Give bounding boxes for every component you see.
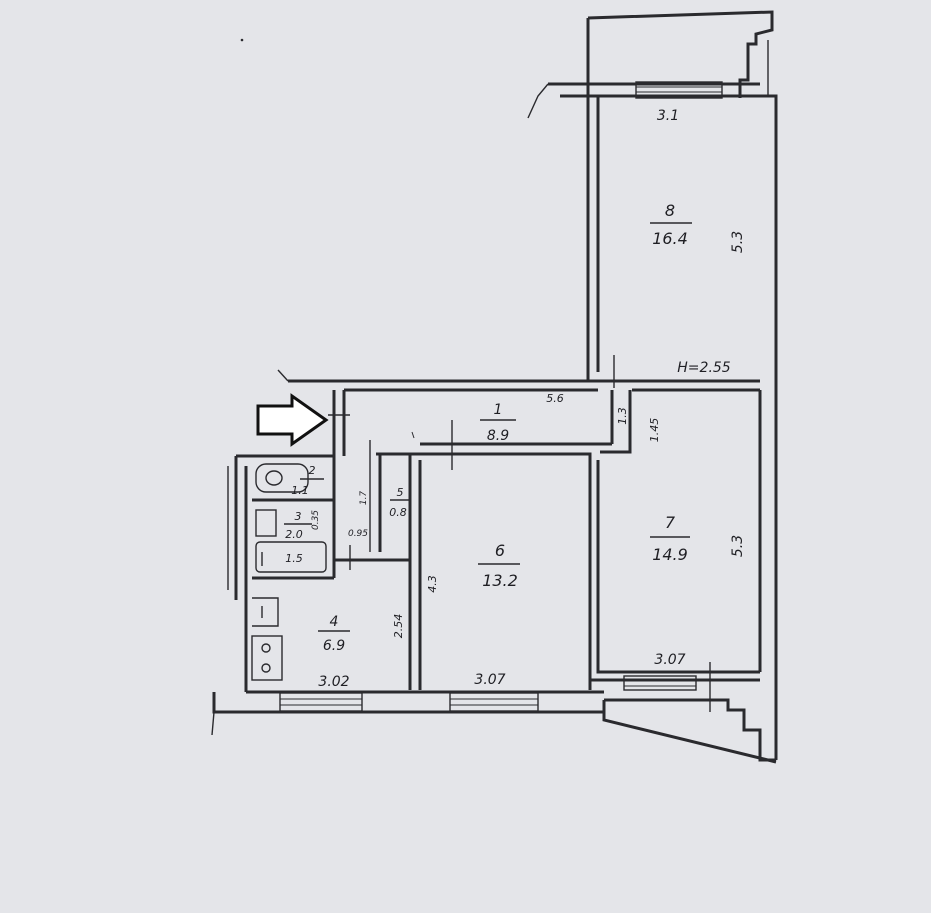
dim-hall-length: 5.6	[546, 392, 564, 405]
room-2-number: 2	[309, 464, 316, 477]
bathtub-icon	[255, 541, 327, 573]
room-7-walls	[590, 390, 762, 682]
room-6-number: 6	[495, 541, 505, 560]
dim-room7-width: 3.07	[654, 652, 685, 668]
windows	[279, 81, 723, 712]
room-4-number: 4	[330, 614, 339, 630]
room-1-area: 8.9	[487, 428, 509, 444]
fixtures	[251, 463, 327, 681]
dim-bathtub: 1.5	[285, 552, 303, 565]
bottom-balcony	[602, 662, 777, 764]
dim-ceiling-height: H=2.55	[677, 360, 731, 376]
room-7-number: 7	[665, 513, 676, 532]
room-5-area: 0.8	[389, 506, 407, 519]
room-5-number: 5	[397, 486, 404, 499]
dim-bath-side: 0.35	[311, 510, 321, 530]
dim-room8-length: 5.3	[730, 231, 746, 253]
window-room7	[623, 675, 697, 691]
dim-kitchen-depth: 2.54	[392, 614, 405, 639]
room-1-label: 1 8.9	[480, 402, 516, 444]
dim-kitchen-width: 3.02	[318, 674, 349, 690]
room-3-label: 3 2.0	[284, 510, 312, 541]
outer-walls	[277, 10, 778, 760]
sink-icon	[255, 509, 277, 537]
room-4-area: 6.9	[323, 638, 345, 654]
toilet-icon	[255, 463, 309, 493]
room-4-label: 4 6.9	[318, 614, 350, 654]
room-5-label: 5 0.8	[389, 486, 410, 519]
speck	[411, 431, 415, 439]
room-7-area: 14.9	[652, 545, 688, 564]
dim-wc-depth: 1.7	[359, 491, 369, 506]
dim-room7-length: 5.3	[730, 535, 746, 557]
corner-mark	[211, 711, 215, 736]
dim-room8-width: 3.1	[657, 108, 679, 124]
dim-passage: 1.45	[648, 418, 661, 443]
service-walls	[211, 440, 604, 736]
dim-room6-depth: 4.3	[426, 575, 439, 593]
room-2-label: 2 1.1	[291, 464, 324, 497]
balcony-outline	[604, 698, 776, 762]
room-6-label: 6 13.2	[478, 541, 520, 590]
room-6-area: 13.2	[482, 571, 518, 590]
balcony-slab	[602, 700, 777, 764]
right-exterior-wall	[760, 94, 778, 760]
speck	[240, 38, 244, 42]
room-1-number: 1	[494, 402, 503, 418]
entry-corner-mark	[277, 369, 289, 382]
dim-room6-width: 3.07	[474, 672, 505, 688]
dimension-labels: 3.1 5.3 H=2.55 5.6 1.3 1.45 5.3 3.07 1.7…	[285, 108, 746, 690]
window-kitchen	[279, 692, 363, 712]
kitchen-sink-icon	[252, 597, 279, 627]
room7-wall	[596, 460, 760, 674]
window-room6	[449, 692, 539, 712]
room-2-area: 1.1	[291, 484, 309, 497]
corner-mark	[527, 83, 549, 119]
room-8-area: 16.4	[652, 229, 688, 248]
room-3-area: 2.0	[285, 528, 303, 541]
hallway	[328, 355, 632, 470]
entrance-arrow-icon	[256, 393, 329, 447]
room-6-walls	[408, 452, 592, 690]
room-8-number: 8	[665, 201, 675, 220]
top-balcony-wall	[587, 10, 774, 98]
hall-right-wall	[600, 390, 632, 454]
dim-bath-small: 0.95	[348, 529, 368, 539]
room-7-label: 7 14.9	[650, 513, 690, 564]
bottom-exterior-wall-outer	[212, 692, 604, 714]
room-8-label: 8 16.4	[650, 201, 692, 248]
room-3-number: 3	[295, 510, 302, 523]
stove-icon	[251, 635, 283, 681]
window-room8	[635, 81, 723, 99]
room6-wall	[410, 452, 592, 690]
dim-hall-width: 1.3	[616, 407, 629, 425]
